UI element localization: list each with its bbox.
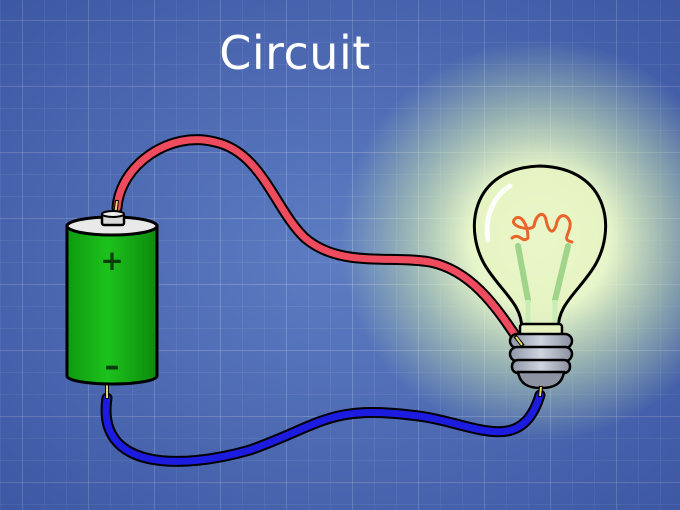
light-bulb bbox=[472, 164, 608, 398]
battery: + – bbox=[65, 199, 159, 399]
bulb-glass bbox=[472, 164, 608, 332]
positive-wire-core bbox=[113, 136, 521, 342]
negative-wire-core bbox=[102, 391, 544, 465]
battery-positive-label: + bbox=[100, 244, 123, 277]
battery-negative-label: – bbox=[105, 349, 120, 384]
filament-coil bbox=[510, 212, 574, 244]
filament-support bbox=[515, 243, 531, 303]
battery-body bbox=[65, 224, 159, 386]
page-title: Circuit bbox=[219, 26, 371, 80]
